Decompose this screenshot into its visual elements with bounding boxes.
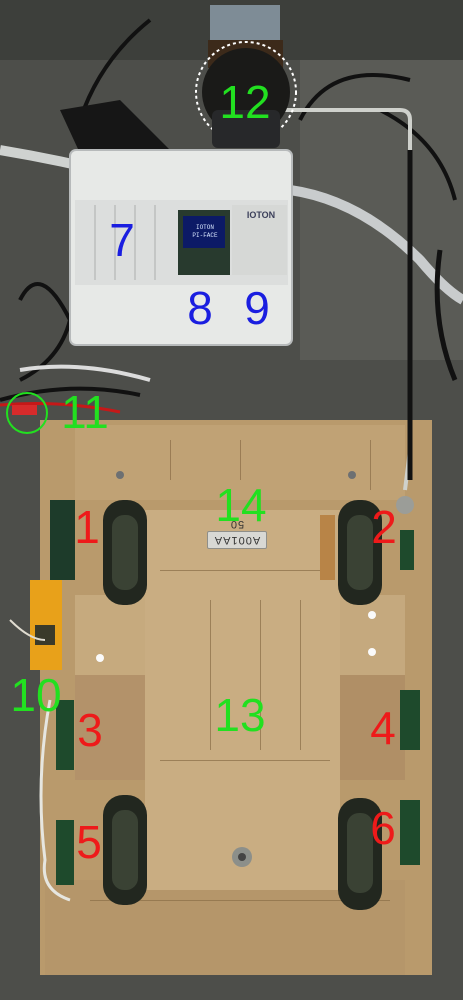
top-plate — [145, 510, 340, 890]
label-1: 1 — [74, 501, 100, 553]
label-13: 13 — [214, 689, 266, 741]
label-2: 2 — [371, 501, 397, 553]
label-6: 6 — [370, 802, 396, 854]
label-5: 5 — [76, 816, 102, 868]
label-9: 9 — [244, 282, 270, 334]
label-11: 11 — [61, 386, 109, 438]
label-3: 3 — [77, 704, 103, 756]
highlight-circle-11 — [6, 392, 48, 434]
label-10: 10 — [10, 669, 62, 721]
license-plate: A001AA 50 — [207, 518, 267, 549]
label-14: 14 — [215, 479, 267, 531]
label-8: 8 — [187, 282, 213, 334]
oled-display-text: IOTON PI-FACE — [192, 224, 218, 239]
label-12: 12 — [219, 76, 271, 128]
label-7: 7 — [109, 214, 135, 266]
label-4: 4 — [370, 702, 396, 754]
relay-module-text: IOTON — [246, 210, 276, 220]
